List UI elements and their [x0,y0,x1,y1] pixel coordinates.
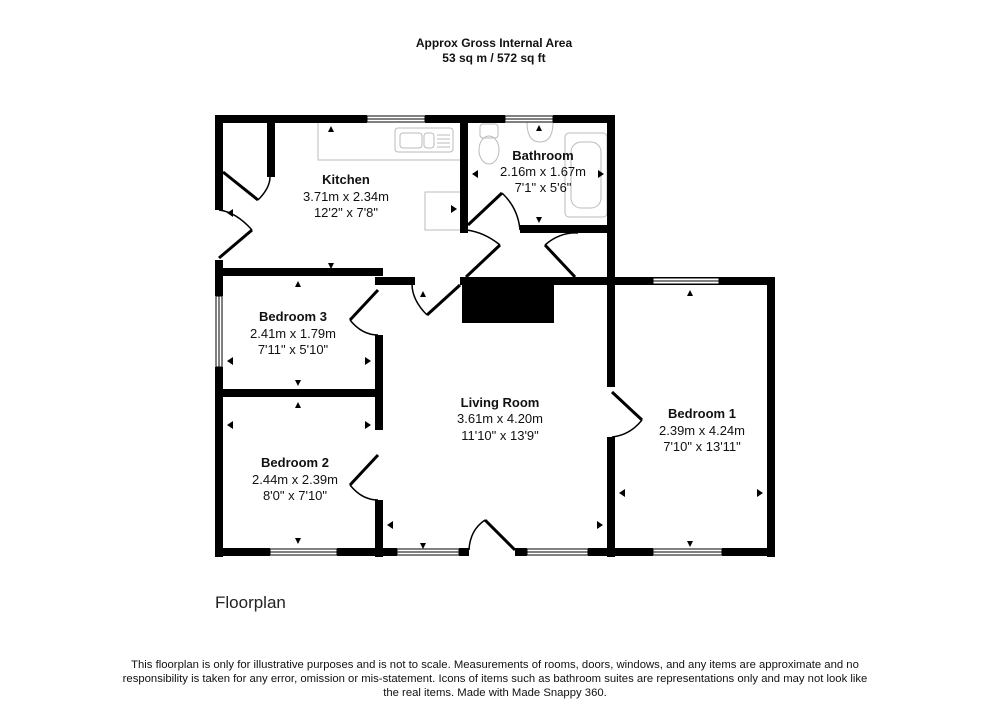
room-name: Bedroom 2 [261,455,329,470]
room-name: Living Room [461,395,540,410]
room-metric: 2.44m x 2.39m [252,472,338,487]
room-imperial: 7'10" x 13'11" [663,439,741,454]
disclaimer-text: This floorplan is only for illustrative … [122,659,868,699]
room-imperial: 7'1" x 5'6" [515,180,572,195]
room-bedroom-2: Bedroom 2 2.44m x 2.39m 8'0" x 7'10" [252,455,338,503]
floor-label: Floorplan [215,593,286,612]
windows [215,115,723,556]
room-metric: 2.39m x 4.24m [659,423,745,438]
room-imperial: 8'0" x 7'10" [263,488,327,503]
area-title: Approx Gross Internal Area [415,36,573,50]
area-header: Approx Gross Internal Area 53 sq m / 572… [0,36,988,66]
room-kitchen: Kitchen 3.71m x 2.34m 12'2" x 7'8" [303,172,389,220]
room-metric: 2.41m x 1.79m [250,326,336,341]
room-living-room: Living Room 3.61m x 4.20m 11'10" x 13'9" [457,395,543,443]
room-metric: 2.16m x 1.67m [500,164,586,179]
room-imperial: 12'2" x 7'8" [314,205,378,220]
room-metric: 3.61m x 4.20m [457,411,543,426]
room-bathroom: Bathroom 2.16m x 1.67m 7'1" x 5'6" [500,148,586,195]
kitchen-worktop [317,122,463,231]
room-name: Bedroom 3 [259,309,327,324]
room-name: Bathroom [512,148,573,163]
room-imperial: 7'11" x 5'10" [258,342,329,357]
measurement-arrows [227,125,763,549]
room-name: Bedroom 1 [668,406,736,421]
room-bedroom-1: Bedroom 1 2.39m x 4.24m 7'10" x 13'11" [659,406,745,454]
walls [215,115,775,557]
area-value: 53 sq m / 572 sq ft [442,51,546,65]
room-metric: 3.71m x 2.34m [303,189,389,204]
room-name: Kitchen [322,172,370,187]
doors [218,170,644,552]
room-imperial: 11'10" x 13'9" [461,428,539,443]
room-bedroom-3: Bedroom 3 2.41m x 1.79m 7'11" x 5'10" [250,309,336,357]
